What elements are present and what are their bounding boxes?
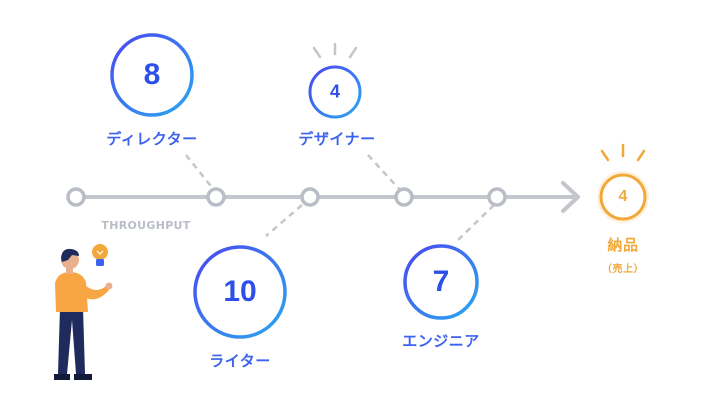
throughput-label: THROUGHPUT: [101, 219, 191, 232]
designer-circle: [306, 63, 364, 121]
node-start: [66, 187, 86, 207]
director-circle: [107, 30, 197, 120]
connector-designer: [367, 154, 401, 191]
writer-circle: [190, 242, 290, 342]
director-label: ディレクター: [106, 130, 198, 148]
node-writer: [300, 187, 320, 207]
engineer-label: エンジニア: [402, 332, 480, 350]
connector-engineer: [457, 204, 495, 241]
lightbulb-icon: [92, 244, 108, 266]
director-value: 8: [143, 58, 161, 91]
writer-label: ライター: [209, 352, 271, 370]
designer-label: デザイナー: [298, 130, 376, 148]
output-label: 納品: [607, 236, 639, 254]
output-sublabel: （売上）: [602, 264, 644, 275]
writer-value: 10: [223, 275, 257, 308]
output-value: 4: [618, 188, 628, 205]
connector-writer: [265, 204, 303, 237]
engineer-circle: [400, 241, 482, 323]
line-nodes: [66, 187, 507, 207]
node-director: [206, 187, 226, 207]
output-circle: [597, 171, 649, 223]
engineer-value: 7: [432, 265, 450, 298]
connector-director: [185, 154, 215, 191]
node-designer: [394, 187, 414, 207]
spark-icon: [312, 42, 358, 59]
dashed-connectors: [185, 154, 495, 241]
designer-value: 4: [329, 81, 341, 102]
node-engineer: [487, 187, 507, 207]
output-spark-icon: [600, 143, 646, 162]
person-illustration: [54, 248, 113, 380]
